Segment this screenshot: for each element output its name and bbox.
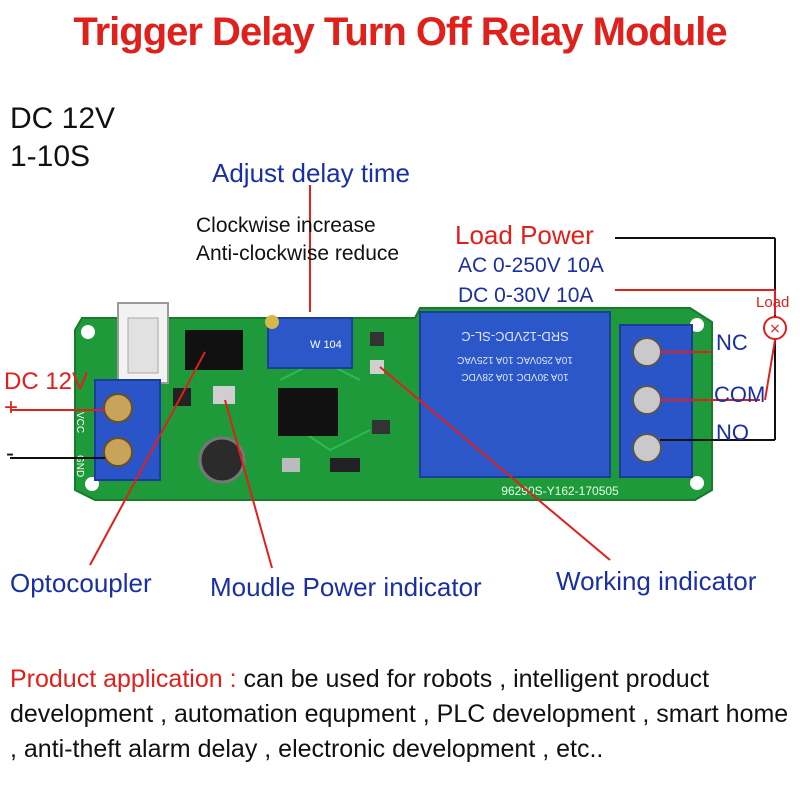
power-terminal: VCC GND [74,379,161,481]
svg-text:W 104: W 104 [310,339,342,351]
voltage-spec: DC 12V [10,102,116,135]
smd-component [370,332,384,346]
plus-label: + [4,394,19,421]
working-led [370,360,384,374]
svg-text:10A 250VAC 10A 125VAC: 10A 250VAC 10A 125VAC [457,354,573,365]
adjust-delay-label: Adjust delay time [212,158,410,188]
page-title: Trigger Delay Turn Off Relay Module [73,10,727,54]
ac-rating-label: AC 0-250V 10A [458,254,604,277]
optocoupler-chip [185,330,243,370]
resistor [282,458,300,472]
timer-ic [278,388,338,436]
load-power-label: Load Power [455,220,594,250]
anticlockwise-label: Anti-clockwise reduce [196,242,400,265]
svg-text:10A 30VDC 10A 28VDC: 10A 30VDC 10A 28VDC [461,371,568,382]
pcb-board [74,307,713,501]
minus-label: - [6,440,14,467]
annotation-lines [10,185,776,569]
optocoupler-label: Optocoupler [10,568,152,598]
svg-text:GND: GND [74,455,85,477]
nc-label: NC [716,330,748,355]
capacitor [198,436,246,484]
relay: SRD-12VDC-SL-C 10A 250VAC 10A 125VAC 10A… [419,311,611,478]
working-indicator-label: Working indicator [556,566,757,596]
load-icon [763,316,787,340]
delay-range-spec: 1-10S [10,140,91,173]
output-terminal [619,324,693,478]
com-label: COM [714,382,766,407]
smd-component-2 [372,420,390,434]
transistor [173,388,191,406]
application-heading: Product application : [10,665,237,693]
dc12v-label: DC 12V [4,368,89,395]
module-power-indicator-label: Moudle Power indicator [210,572,482,602]
svg-text:VCC: VCC [74,412,85,433]
svg-text:SRD-12VDC-SL-C: SRD-12VDC-SL-C [461,329,569,344]
load-label: Load [756,294,790,311]
dc-rating-label: DC 0-30V 10A [458,284,594,307]
load-cross-icon: × [769,321,781,337]
application-body: can be used for robots , intelligent pro… [10,665,789,763]
clockwise-label: Clockwise increase [196,214,376,237]
no-label: NO [716,420,749,445]
serial-number: 96290S-Y162-170505 [501,484,619,498]
trigger-connector [117,302,169,384]
potentiometer: W 104 [265,315,353,369]
power-led [213,386,235,404]
diode [330,458,360,472]
product-application: Product application : can be used for ro… [10,662,790,767]
